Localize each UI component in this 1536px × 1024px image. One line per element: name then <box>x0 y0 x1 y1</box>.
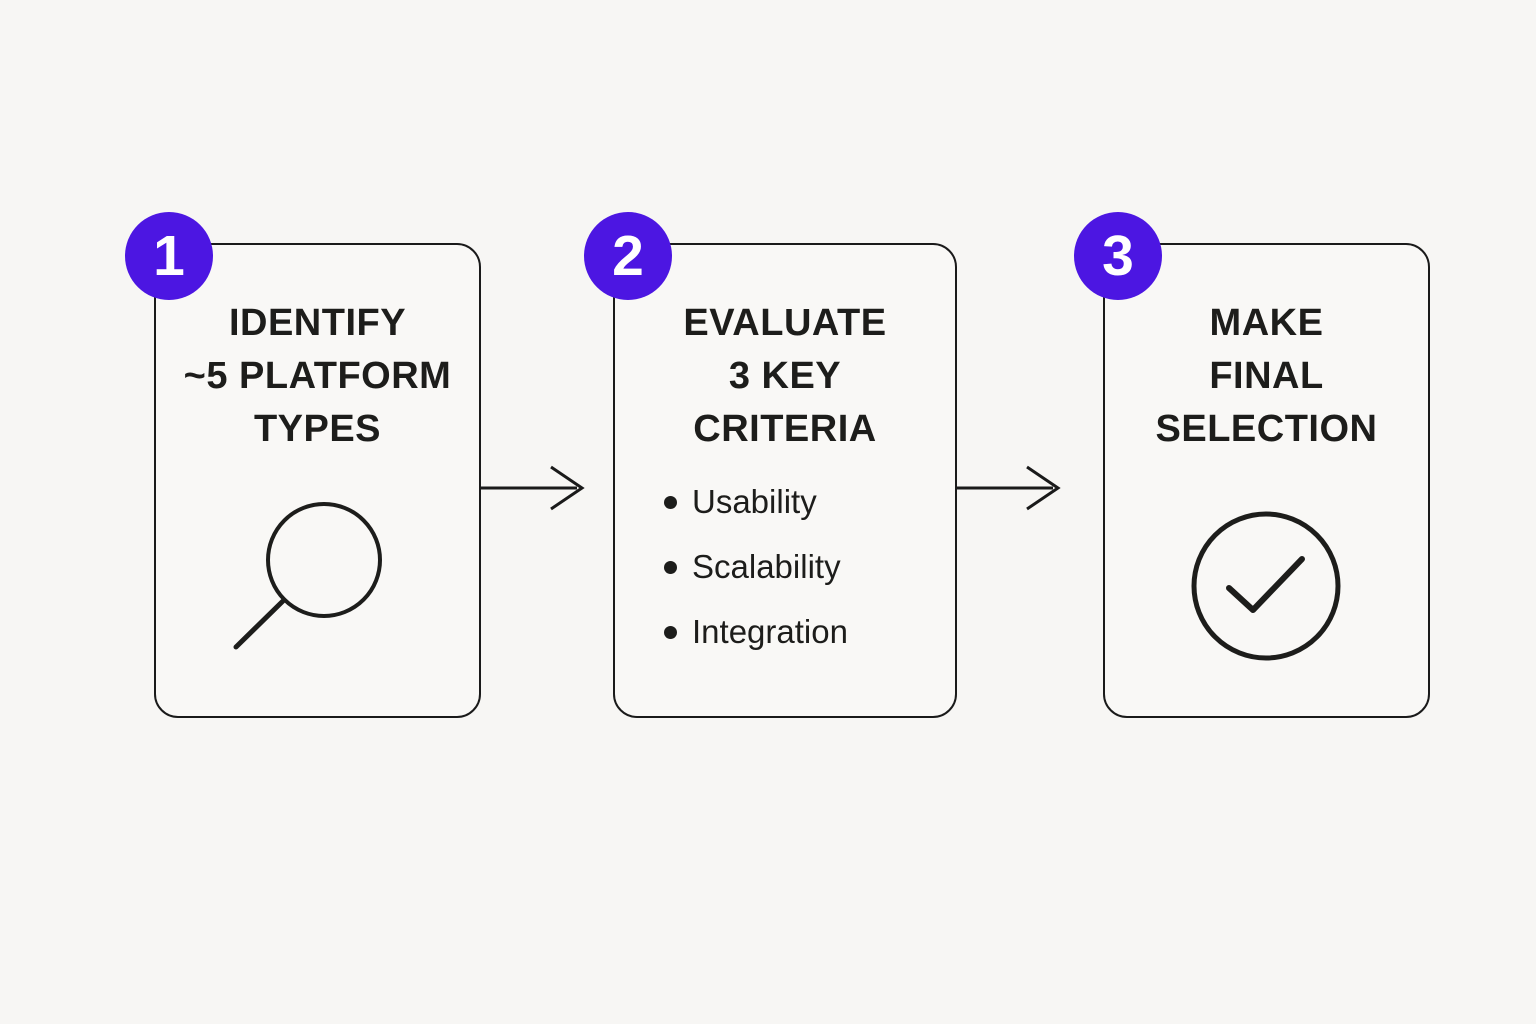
list-item-label: Scalability <box>692 548 841 585</box>
step-card-evaluate: 2 EVALUATE 3 KEY CRITERIA Usability Scal… <box>584 212 957 718</box>
step-title-line: EVALUATE <box>683 302 887 344</box>
list-item-label: Usability <box>692 483 817 520</box>
list-item: Scalability <box>664 546 955 588</box>
step-card-select: 3 MAKE FINAL SELECTION <box>1074 212 1430 718</box>
bullet-icon <box>664 560 677 574</box>
step-title-line: MAKE <box>1209 302 1324 344</box>
step-card-identify: 1 IDENTIFY ~5 PLATFORM TYPES <box>125 212 481 718</box>
arrow-right-icon <box>480 458 592 518</box>
step-title-line: SELECTION <box>1155 408 1378 450</box>
step-title-line: FINAL <box>1209 355 1324 397</box>
list-item-label: Integration <box>692 613 848 650</box>
magnifier-icon <box>228 497 408 667</box>
step-number-badge: 3 <box>1074 212 1162 300</box>
step-title-line: 3 KEY <box>728 355 842 397</box>
bullet-icon <box>664 495 677 509</box>
check-circle-icon <box>1163 488 1368 688</box>
step-number-badge: 1 <box>125 212 213 300</box>
step-title-line: CRITERIA <box>693 408 877 450</box>
step-title: EVALUATE 3 KEY CRITERIA <box>615 297 955 456</box>
step-title: MAKE FINAL SELECTION <box>1105 297 1428 456</box>
criteria-list: Usability Scalability Integration <box>615 481 955 653</box>
bullet-icon <box>664 625 677 639</box>
list-item: Usability <box>664 481 955 523</box>
arrow-right-icon <box>956 458 1068 518</box>
step-title-line: IDENTIFY <box>228 302 407 344</box>
list-item: Integration <box>664 611 955 653</box>
step-title-line: ~5 PLATFORM <box>183 355 452 397</box>
step-title: IDENTIFY ~5 PLATFORM TYPES <box>156 297 479 456</box>
step-number-badge: 2 <box>584 212 672 300</box>
step-title-line: TYPES <box>253 408 382 450</box>
